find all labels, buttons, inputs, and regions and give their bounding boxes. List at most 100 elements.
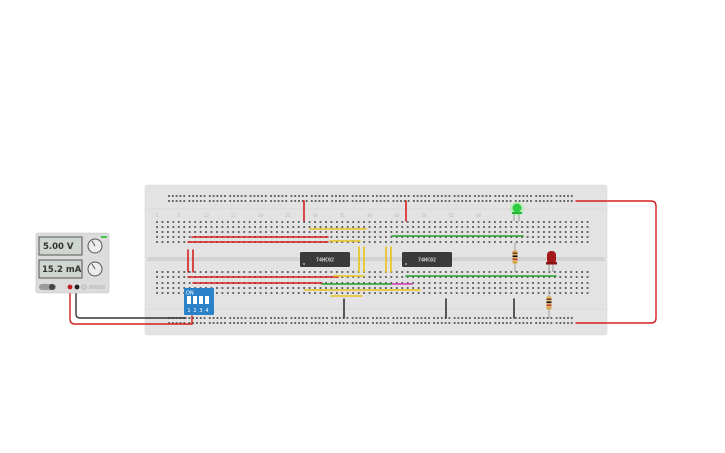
breadboard-hole[interactable]	[379, 231, 382, 233]
breadboard-hole[interactable]	[167, 221, 169, 223]
breadboard-hole[interactable]	[265, 292, 267, 294]
breadboard-hole[interactable]	[168, 195, 170, 197]
breadboard-hole[interactable]	[374, 226, 376, 228]
breadboard-hole[interactable]	[575, 276, 578, 278]
breadboard-hole[interactable]	[570, 271, 573, 273]
breadboard-hole[interactable]	[504, 241, 507, 243]
breadboard-hole[interactable]	[423, 231, 425, 233]
breadboard-hole[interactable]	[548, 282, 551, 284]
breadboard-hole[interactable]	[220, 317, 223, 319]
breadboard-hole[interactable]	[395, 236, 398, 238]
breadboard-hole[interactable]	[273, 195, 276, 197]
breadboard-hole[interactable]	[303, 221, 306, 223]
breadboard-hole[interactable]	[363, 200, 365, 202]
breadboard-hole[interactable]	[510, 282, 513, 284]
breadboard-hole[interactable]	[535, 195, 538, 197]
breadboard-hole[interactable]	[208, 322, 211, 324]
breadboard-hole[interactable]	[521, 292, 524, 294]
breadboard-hole[interactable]	[257, 317, 260, 319]
breadboard-hole[interactable]	[428, 221, 431, 223]
breadboard-hole[interactable]	[318, 195, 321, 197]
breadboard-hole[interactable]	[428, 236, 431, 238]
breadboard-hole[interactable]	[586, 226, 589, 228]
breadboard-hole[interactable]	[505, 317, 508, 319]
breadboard-hole[interactable]	[406, 271, 409, 273]
breadboard-hole[interactable]	[586, 231, 589, 233]
breadboard-hole[interactable]	[188, 236, 191, 238]
breadboard-hole[interactable]	[319, 271, 322, 273]
breadboard-hole[interactable]	[502, 317, 504, 319]
breadboard-hole[interactable]	[553, 231, 556, 233]
breadboard-hole[interactable]	[318, 322, 321, 324]
breadboard-hole[interactable]	[440, 195, 443, 197]
breadboard-hole[interactable]	[535, 317, 538, 319]
breadboard-hole[interactable]	[505, 322, 508, 324]
breadboard-hole[interactable]	[335, 287, 338, 289]
breadboard-hole[interactable]	[341, 231, 344, 233]
breadboard-hole[interactable]	[514, 200, 517, 202]
breadboard-hole[interactable]	[167, 271, 169, 273]
breadboard-hole[interactable]	[390, 221, 393, 223]
breadboard-hole[interactable]	[254, 292, 256, 294]
breadboard-hole[interactable]	[440, 322, 443, 324]
breadboard-hole[interactable]	[504, 287, 507, 289]
breadboard-hole[interactable]	[396, 322, 399, 324]
breadboard-hole[interactable]	[368, 226, 371, 228]
breadboard-hole[interactable]	[504, 276, 507, 278]
breadboard-hole[interactable]	[510, 276, 513, 278]
breadboard-hole[interactable]	[466, 287, 469, 289]
breadboard-hole[interactable]	[273, 322, 276, 324]
breadboard-hole[interactable]	[548, 287, 551, 289]
breadboard-hole[interactable]	[537, 287, 540, 289]
breadboard-hole[interactable]	[564, 292, 567, 294]
breadboard-hole[interactable]	[468, 317, 471, 319]
breadboard-hole[interactable]	[208, 200, 211, 202]
breadboard-hole[interactable]	[433, 317, 436, 319]
breadboard-hole[interactable]	[314, 317, 317, 319]
breadboard-hole[interactable]	[465, 322, 467, 324]
breadboard-hole[interactable]	[423, 282, 425, 284]
breadboard-hole[interactable]	[237, 292, 240, 294]
breadboard-hole[interactable]	[212, 195, 215, 197]
breadboard-hole[interactable]	[156, 221, 158, 223]
breadboard-hole[interactable]	[330, 271, 333, 273]
breadboard-hole[interactable]	[233, 195, 235, 197]
breadboard-hole[interactable]	[468, 322, 471, 324]
breadboard-hole[interactable]	[472, 276, 474, 278]
breadboard-hole[interactable]	[514, 195, 517, 197]
breadboard-hole[interactable]	[416, 322, 419, 324]
breadboard-hole[interactable]	[401, 271, 404, 273]
breadboard-hole[interactable]	[368, 287, 371, 289]
breadboard-hole[interactable]	[543, 241, 545, 243]
breadboard-hole[interactable]	[322, 200, 325, 202]
breadboard-hole[interactable]	[224, 322, 226, 324]
breadboard-hole[interactable]	[385, 221, 387, 223]
breadboard-hole[interactable]	[172, 221, 175, 223]
breadboard-hole[interactable]	[526, 322, 529, 324]
breadboard-hole[interactable]	[570, 287, 573, 289]
breadboard-hole[interactable]	[248, 287, 251, 289]
breadboard-hole[interactable]	[494, 292, 496, 294]
breadboard-hole[interactable]	[199, 271, 202, 273]
breadboard-hole[interactable]	[444, 241, 447, 243]
breadboard-hole[interactable]	[379, 241, 382, 243]
breadboard-hole[interactable]	[553, 241, 556, 243]
breadboard-hole[interactable]	[477, 221, 480, 223]
breadboard-hole[interactable]	[331, 195, 334, 197]
breadboard-hole[interactable]	[466, 231, 469, 233]
breadboard-hole[interactable]	[273, 200, 276, 202]
breadboard-hole[interactable]	[575, 226, 578, 228]
breadboard-hole[interactable]	[453, 322, 456, 324]
breadboard-hole[interactable]	[586, 287, 589, 289]
breadboard-hole[interactable]	[385, 287, 387, 289]
breadboard-hole[interactable]	[564, 226, 567, 228]
breadboard-hole[interactable]	[553, 292, 556, 294]
breadboard-hole[interactable]	[363, 221, 365, 223]
breadboard-hole[interactable]	[357, 221, 360, 223]
breadboard-hole[interactable]	[494, 241, 496, 243]
breadboard-hole[interactable]	[543, 226, 545, 228]
breadboard-hole[interactable]	[559, 200, 562, 202]
breadboard-hole[interactable]	[581, 271, 583, 273]
breadboard-hole[interactable]	[450, 226, 453, 228]
breadboard-hole[interactable]	[406, 276, 409, 278]
